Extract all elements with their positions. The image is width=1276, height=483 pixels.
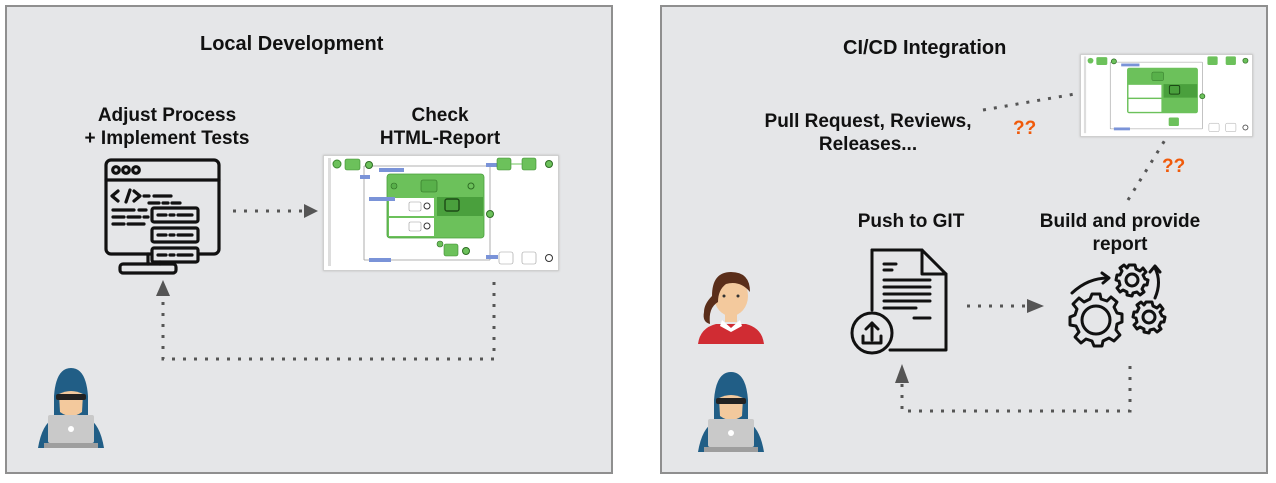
pull-request-label-line2: Releases...	[818, 134, 918, 155]
question-marks-1: ??	[1013, 118, 1037, 139]
question-marks-2: ??	[1162, 156, 1186, 177]
bpmn-report-thumbnail[interactable]	[323, 155, 559, 271]
local-development-title: Local Development	[200, 33, 384, 55]
ci-cd-title: CI/CD Integration	[843, 37, 1007, 59]
build-report-label-line1: Build and provide	[1039, 211, 1201, 232]
adjust-process-label-line2: + Implement Tests	[84, 128, 250, 149]
bpmn-report-thumbnail-small[interactable]	[1080, 54, 1253, 137]
hooded-developer-icon	[38, 368, 104, 448]
code-editor-icon	[104, 158, 221, 275]
pull-request-label-line1: Pull Request, Reviews,	[764, 111, 972, 132]
push-to-git-label: Push to GIT	[857, 211, 965, 232]
adjust-process-label-line1: Adjust Process	[97, 105, 237, 126]
build-report-label-line2: report	[1092, 234, 1148, 255]
check-report-label-line1: Check	[411, 105, 469, 126]
check-report-label-line2: HTML-Report	[379, 128, 501, 149]
hooded-developer-icon	[698, 372, 764, 452]
document-upload-icon	[850, 248, 948, 355]
woman-avatar-icon	[698, 272, 764, 344]
gears-icon	[1068, 263, 1167, 348]
bpmn-diagram	[328, 157, 553, 266]
bpmn-diagram-small	[1083, 56, 1249, 134]
